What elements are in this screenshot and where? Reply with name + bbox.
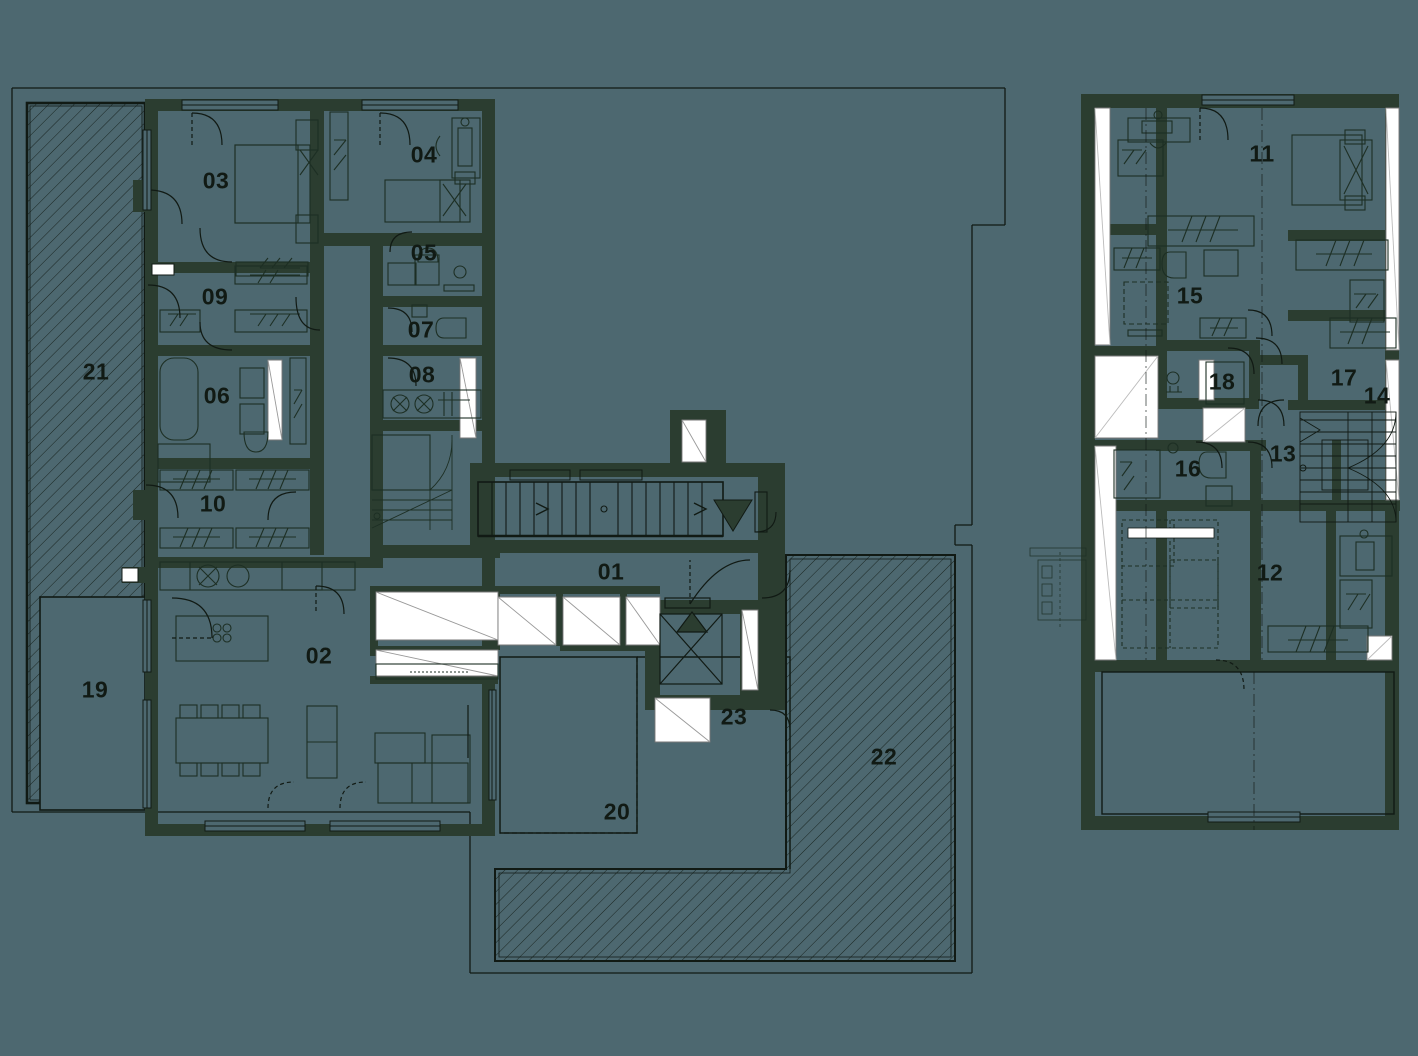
hall-door-swings [689, 559, 791, 731]
main-staircase [477, 469, 777, 538]
right-building-glazing [1094, 107, 1400, 661]
zone-22-terrace [494, 554, 956, 962]
centre-lines [1145, 108, 1263, 830]
door-swings-left [145, 112, 469, 809]
left-building-fixtures [157, 111, 499, 804]
site-boundary [11, 87, 1006, 974]
windows-right-building [1201, 94, 1301, 823]
zone-19-paved [39, 596, 146, 811]
context-furniture [1029, 547, 1087, 628]
windows-left-building [121, 99, 497, 832]
zone-20-outdoor [499, 656, 791, 869]
right-spiral-stair [1299, 411, 1397, 523]
lift-cabin [659, 597, 723, 685]
door-swings-right [1195, 107, 1285, 691]
